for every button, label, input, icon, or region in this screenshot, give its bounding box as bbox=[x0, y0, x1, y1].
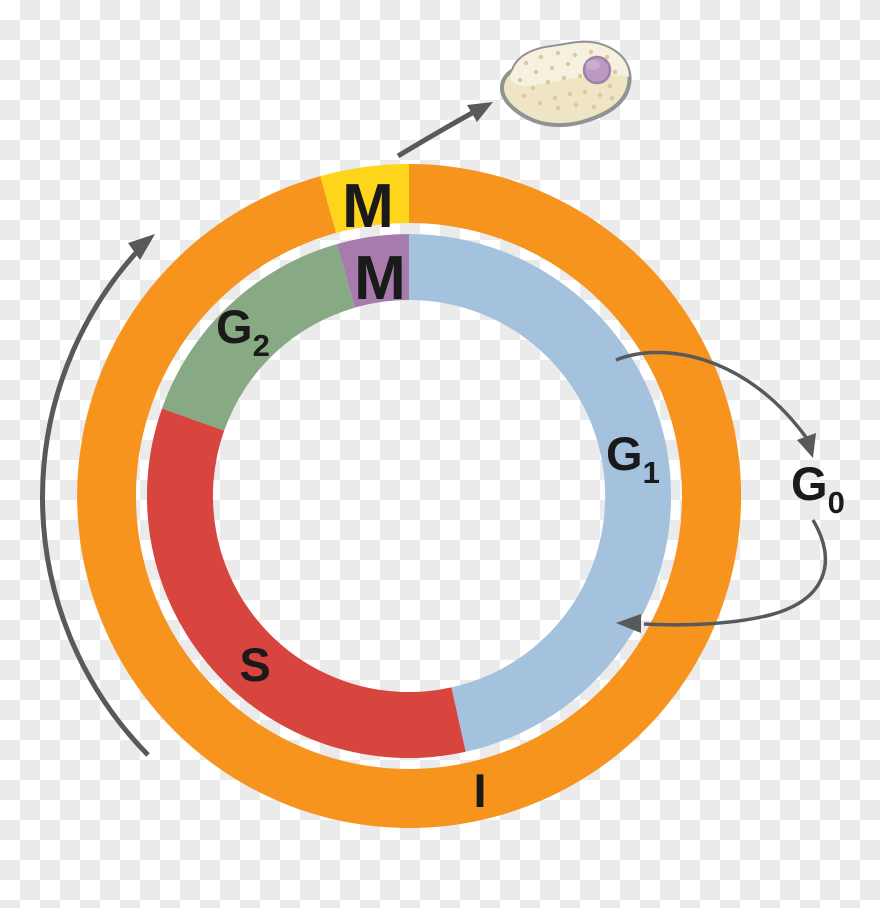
segment-mitosis-outer bbox=[320, 164, 409, 233]
g0-exit-arrow-head-icon bbox=[797, 433, 816, 458]
segment-g2 bbox=[162, 244, 355, 431]
cycle-arrow-arc bbox=[40, 236, 152, 757]
label-g2: G2 bbox=[216, 300, 270, 363]
outer-ring bbox=[77, 163, 742, 829]
g0-exit-arrow bbox=[615, 350, 816, 458]
cycle-arrow-head-icon bbox=[128, 234, 155, 260]
label-g2-sub: 2 bbox=[253, 328, 270, 363]
phase-labels: M M G2 G1 S I G0 bbox=[216, 172, 845, 817]
label-g1-sub: 1 bbox=[643, 455, 660, 490]
cell-nucleus-highlight bbox=[586, 60, 600, 70]
g0-exit-arc bbox=[615, 350, 810, 442]
label-g0-base: G bbox=[791, 457, 828, 510]
label-i: I bbox=[473, 764, 486, 817]
label-g0-sub: 0 bbox=[828, 485, 845, 520]
g0-reentry-arrow-head-icon bbox=[616, 614, 641, 633]
g0-reentry-arrow bbox=[616, 519, 828, 633]
daughter-cell-illustration bbox=[500, 40, 632, 128]
segment-s bbox=[146, 408, 466, 759]
mitosis-arrow-shaft bbox=[396, 109, 476, 159]
label-m-inner: M bbox=[354, 244, 406, 313]
inner-ring bbox=[146, 233, 672, 759]
label-g0: G0 bbox=[791, 457, 845, 520]
g0-reentry-arc bbox=[643, 519, 828, 627]
label-s: S bbox=[239, 638, 270, 691]
mitosis-to-cell-arrow bbox=[396, 102, 493, 159]
cell-speckles bbox=[517, 49, 618, 111]
segment-m-inner bbox=[336, 233, 409, 308]
label-g1: G1 bbox=[606, 427, 660, 490]
mitosis-arrow-head-icon bbox=[467, 102, 493, 122]
label-g1-base: G bbox=[606, 427, 643, 480]
cycle-direction-arrow bbox=[40, 234, 155, 757]
segment-g1 bbox=[409, 234, 672, 752]
label-g2-base: G bbox=[216, 300, 253, 353]
label-m-outer: M bbox=[342, 172, 394, 241]
